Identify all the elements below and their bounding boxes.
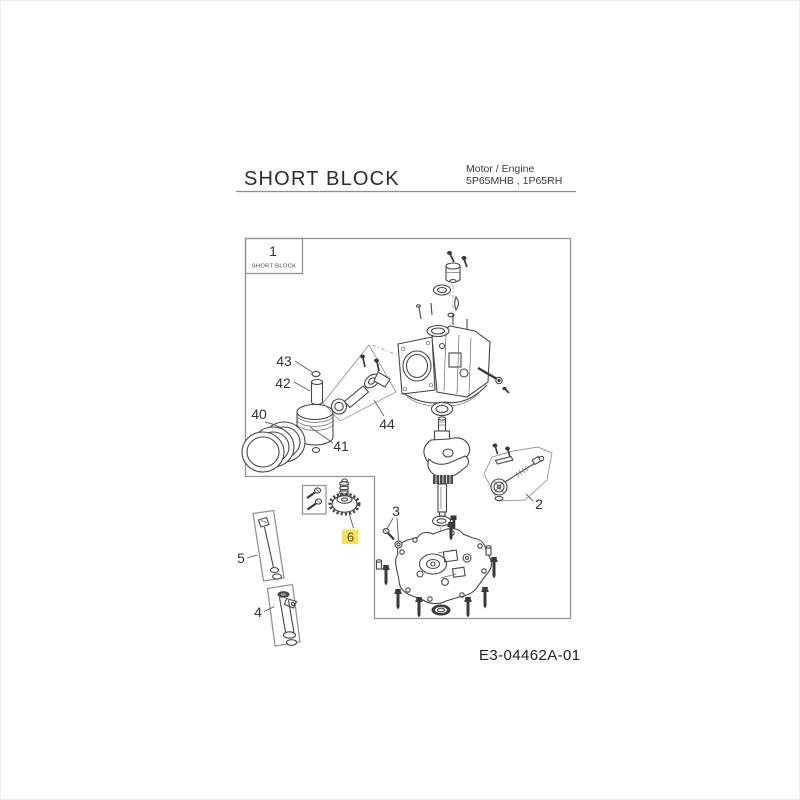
callout-4: 4 — [254, 604, 275, 620]
crankshaft-drawing — [423, 401, 471, 553]
group-label: SHORT BLOCK — [252, 264, 297, 270]
piston-pin-drawing — [310, 378, 324, 406]
callout-6-highlighted: 6 — [342, 512, 359, 545]
callout-2-label[interactable]: 2 — [535, 496, 543, 512]
diagram-group-outline — [244, 237, 572, 620]
dowel-pin-drawing — [375, 545, 492, 570]
connecting-rod-drawing — [322, 344, 401, 422]
callout-3: 3 — [386, 503, 400, 541]
motor-engine-label: Motor / Engine — [466, 163, 534, 175]
group-number[interactable]: 1 — [269, 243, 277, 259]
model-codes: 5P65MHB , 1P65RH — [466, 175, 562, 187]
engine-block-drawing — [397, 251, 510, 417]
sump-bolts-drawing — [375, 522, 498, 618]
callout-42: 42 — [275, 375, 311, 392]
screw-box — [301, 484, 327, 515]
callout-3-label[interactable]: 3 — [392, 503, 400, 519]
piston-assembly-drawing — [241, 370, 334, 473]
group-label-box[interactable] — [244, 237, 304, 275]
part-4-drawing — [266, 583, 301, 647]
oil-seal-lower-drawing — [431, 604, 451, 616]
callout-42-label[interactable]: 42 — [275, 375, 291, 391]
callout-6-highlight — [342, 529, 359, 544]
callout-41: 41 — [309, 426, 349, 454]
callout-5: 5 — [237, 550, 258, 566]
breather-parts-drawing — [432, 251, 468, 322]
callout-6-label[interactable]: 6 — [347, 530, 354, 545]
group-outline: 1 SHORT BLOCK — [244, 237, 572, 620]
callout-44-label[interactable]: 44 — [379, 416, 395, 432]
callout-5-label[interactable]: 5 — [237, 550, 245, 566]
screw-icon — [306, 487, 323, 511]
callout-2: 2 — [525, 493, 543, 512]
page-title: SHORT BLOCK — [244, 168, 400, 190]
crank-washer-drawing — [431, 515, 452, 527]
piston-rings-drawing — [241, 421, 306, 473]
camshaft-gear-drawing — [328, 478, 361, 516]
pin-clip-drawing — [311, 370, 321, 378]
push-rod-drawing — [252, 509, 285, 582]
fastener-3-drawing — [382, 528, 403, 549]
header: SHORT BLOCK Motor / Engine 5P65MHB , 1P6… — [236, 163, 576, 193]
callout-40-label[interactable]: 40 — [251, 406, 267, 422]
callout-44: 44 — [373, 399, 395, 432]
block-bolt-drawing — [477, 366, 510, 394]
governor-assembly-drawing — [483, 443, 553, 502]
sump-cover-drawing — [395, 528, 492, 605]
document-number: E3-04462A-01 — [479, 647, 581, 664]
callout-40: 40 — [251, 406, 289, 434]
callout-43-label[interactable]: 43 — [276, 353, 292, 369]
callout-41-label[interactable]: 41 — [333, 438, 349, 454]
callout-4-label[interactable]: 4 — [254, 604, 262, 620]
callout-43: 43 — [276, 353, 313, 373]
